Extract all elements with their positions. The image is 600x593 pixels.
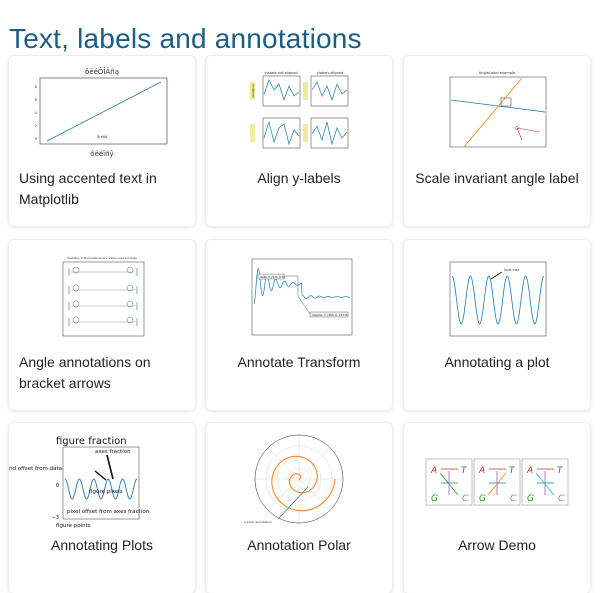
svg-text:nd offset from data: nd offset from data: [9, 466, 62, 472]
svg-text:A: A: [526, 466, 533, 476]
card-label[interactable]: Align y-labels: [257, 170, 341, 186]
plot-title-right: ylabels aligned: [317, 71, 343, 75]
card-label[interactable]: Using accented text in Matplotlib: [19, 170, 157, 207]
svg-text:G: G: [431, 494, 438, 504]
svg-text:C: C: [558, 494, 565, 504]
plot-axes: [39, 77, 168, 145]
gallery-card-align-ylabels[interactable]: ylabels not aligned ylabels aligned misa…: [206, 56, 392, 226]
thumbnail: figure fraction axes fraction nd offset …: [9, 423, 195, 535]
plot-annotation: ï§ éäå: [96, 134, 107, 139]
svg-text:A: A: [430, 466, 437, 476]
transform-box-display: display = (305.0, 157.0): [312, 313, 349, 317]
svg-text:−3: −3: [52, 515, 59, 521]
thumbnail: ôëéÔÎÄñą ï§ éäå ôëéïñŷ 8 6 4 2 0: [9, 56, 195, 168]
svg-text:0: 0: [35, 137, 37, 141]
gallery-card-annotating-plots[interactable]: figure fraction axes fraction nd offset …: [9, 423, 195, 593]
svg-text:pixel offset from axes fractio: pixel offset from axes fraction: [67, 509, 150, 515]
svg-text:figure points: figure points: [56, 523, 91, 529]
thumbnail: a polar annotation: [206, 423, 392, 535]
plot-annotation: a polar annotation: [244, 520, 272, 524]
gallery-card-bracket-arrows[interactable]: Illustration of the bracket arrow's rela…: [9, 240, 195, 410]
thumbnail: Illustration of the bracket arrow's rela…: [9, 240, 195, 352]
gallery-card-annotating-a-plot[interactable]: local max Annotating a plot: [404, 240, 590, 410]
svg-text:C: C: [462, 494, 469, 504]
plot-title: ôëéÔÎÄñą: [85, 67, 119, 76]
svg-text:T: T: [557, 466, 564, 476]
svg-text:6: 6: [35, 98, 37, 102]
svg-text:0: 0: [56, 483, 59, 489]
gallery-card-accented-text[interactable]: ôëéÔÎÄñą ï§ éäå ôëéïñŷ 8 6 4 2 0 Using a…: [9, 56, 195, 226]
plot-ylabel: misaligned: [251, 84, 255, 99]
thumbnail: data = (5.0, 0.5) display = (305.0, 157.…: [206, 240, 392, 352]
thumbnail: AngleLabel example: [404, 56, 590, 168]
card-label[interactable]: Scale invariant angle label: [415, 170, 579, 186]
card-label[interactable]: Annotating a plot: [444, 354, 550, 370]
svg-text:8: 8: [35, 85, 37, 89]
thumbnail: ylabels not aligned ylabels aligned misa…: [206, 56, 392, 168]
plot-title-left: ylabels not aligned: [264, 71, 297, 75]
svg-text:C: C: [510, 494, 517, 504]
svg-text:A: A: [478, 466, 485, 476]
svg-text:T: T: [509, 466, 516, 476]
card-label[interactable]: Annotating Plots: [51, 537, 153, 553]
plot-line: [46, 81, 162, 142]
plot-title: figure fraction: [56, 436, 127, 447]
svg-text:G: G: [479, 494, 486, 504]
thumbnail: local max: [404, 240, 590, 352]
gallery-card-annotation-polar[interactable]: a polar annotation Annotation Polar: [206, 423, 392, 593]
gallery-card-annotate-transform[interactable]: data = (5.0, 0.5) display = (305.0, 157.…: [206, 240, 392, 410]
plot-title: AngleLabel example: [479, 71, 516, 75]
gallery-card-angle-label[interactable]: AngleLabel example Scale invariant angle…: [404, 56, 590, 226]
page-title: Text, labels and annotations: [9, 22, 362, 54]
card-label[interactable]: Angle annotations on bracket arrows: [19, 354, 151, 391]
plot-annotation: local max: [504, 268, 519, 272]
svg-text:G: G: [527, 494, 534, 504]
svg-text:2: 2: [35, 124, 37, 128]
card-label[interactable]: Annotation Polar: [247, 537, 351, 553]
svg-text:axes fraction: axes fraction: [95, 449, 131, 455]
svg-text:T: T: [461, 466, 468, 476]
svg-text:figure pixels: figure pixels: [89, 489, 123, 495]
svg-text:4: 4: [35, 111, 38, 115]
plot-xlabel: ôëéïñŷ: [90, 150, 113, 158]
transform-box-data: data = (5.0, 0.5): [260, 275, 285, 279]
card-label[interactable]: Annotate Transform: [237, 354, 361, 370]
card-label[interactable]: Arrow Demo: [458, 537, 536, 553]
plot-title: Illustration of the bracket arrow's rela…: [67, 257, 137, 260]
